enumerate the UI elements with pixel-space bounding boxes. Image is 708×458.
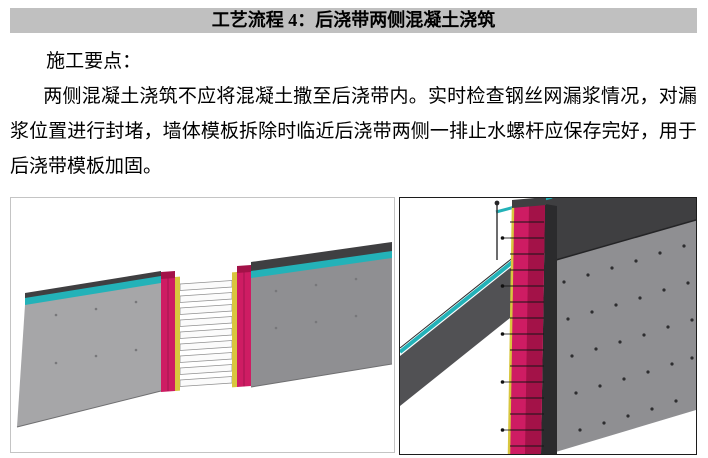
gap-shadow — [541, 204, 557, 454]
process-title: 工艺流程 4：后浇带两侧混凝土浇筑 — [211, 10, 496, 30]
close-view-illustration — [400, 198, 696, 454]
formwork-panel-left — [161, 271, 180, 392]
formwork-panel-right — [232, 265, 251, 388]
process-title-bar: 工艺流程 4：后浇带两侧混凝土浇筑 — [10, 8, 697, 33]
right-wall — [250, 242, 393, 388]
steel-mesh-rungs — [179, 280, 233, 387]
section-heading: 施工要点： — [46, 51, 142, 72]
tie-rod-end-bolts — [500, 236, 510, 432]
left-wall — [16, 271, 162, 428]
wall-bolt-dots — [562, 244, 694, 432]
tie-rods — [510, 221, 544, 447]
figures-row — [10, 197, 697, 455]
wall-bolt-dots — [54, 277, 358, 365]
wall-block — [518, 198, 696, 454]
lower-beam — [400, 251, 522, 406]
formwork-strip — [500, 198, 546, 454]
right-wall-top-pipe — [251, 251, 392, 279]
wide-view-illustration — [11, 198, 394, 452]
survey-rod — [494, 200, 500, 260]
figure-postcast-strip-wide-view — [10, 197, 395, 453]
figure-postcast-strip-close-view — [399, 197, 697, 455]
left-wall-top-pipe — [25, 276, 161, 306]
teal-pipe-diagonal — [400, 254, 522, 354]
body-paragraph: 两侧混凝土浇筑不应将混凝土撒至后浇带内。实时检查钢丝网漏浆情况，对漏浆位置进行封… — [10, 86, 697, 177]
